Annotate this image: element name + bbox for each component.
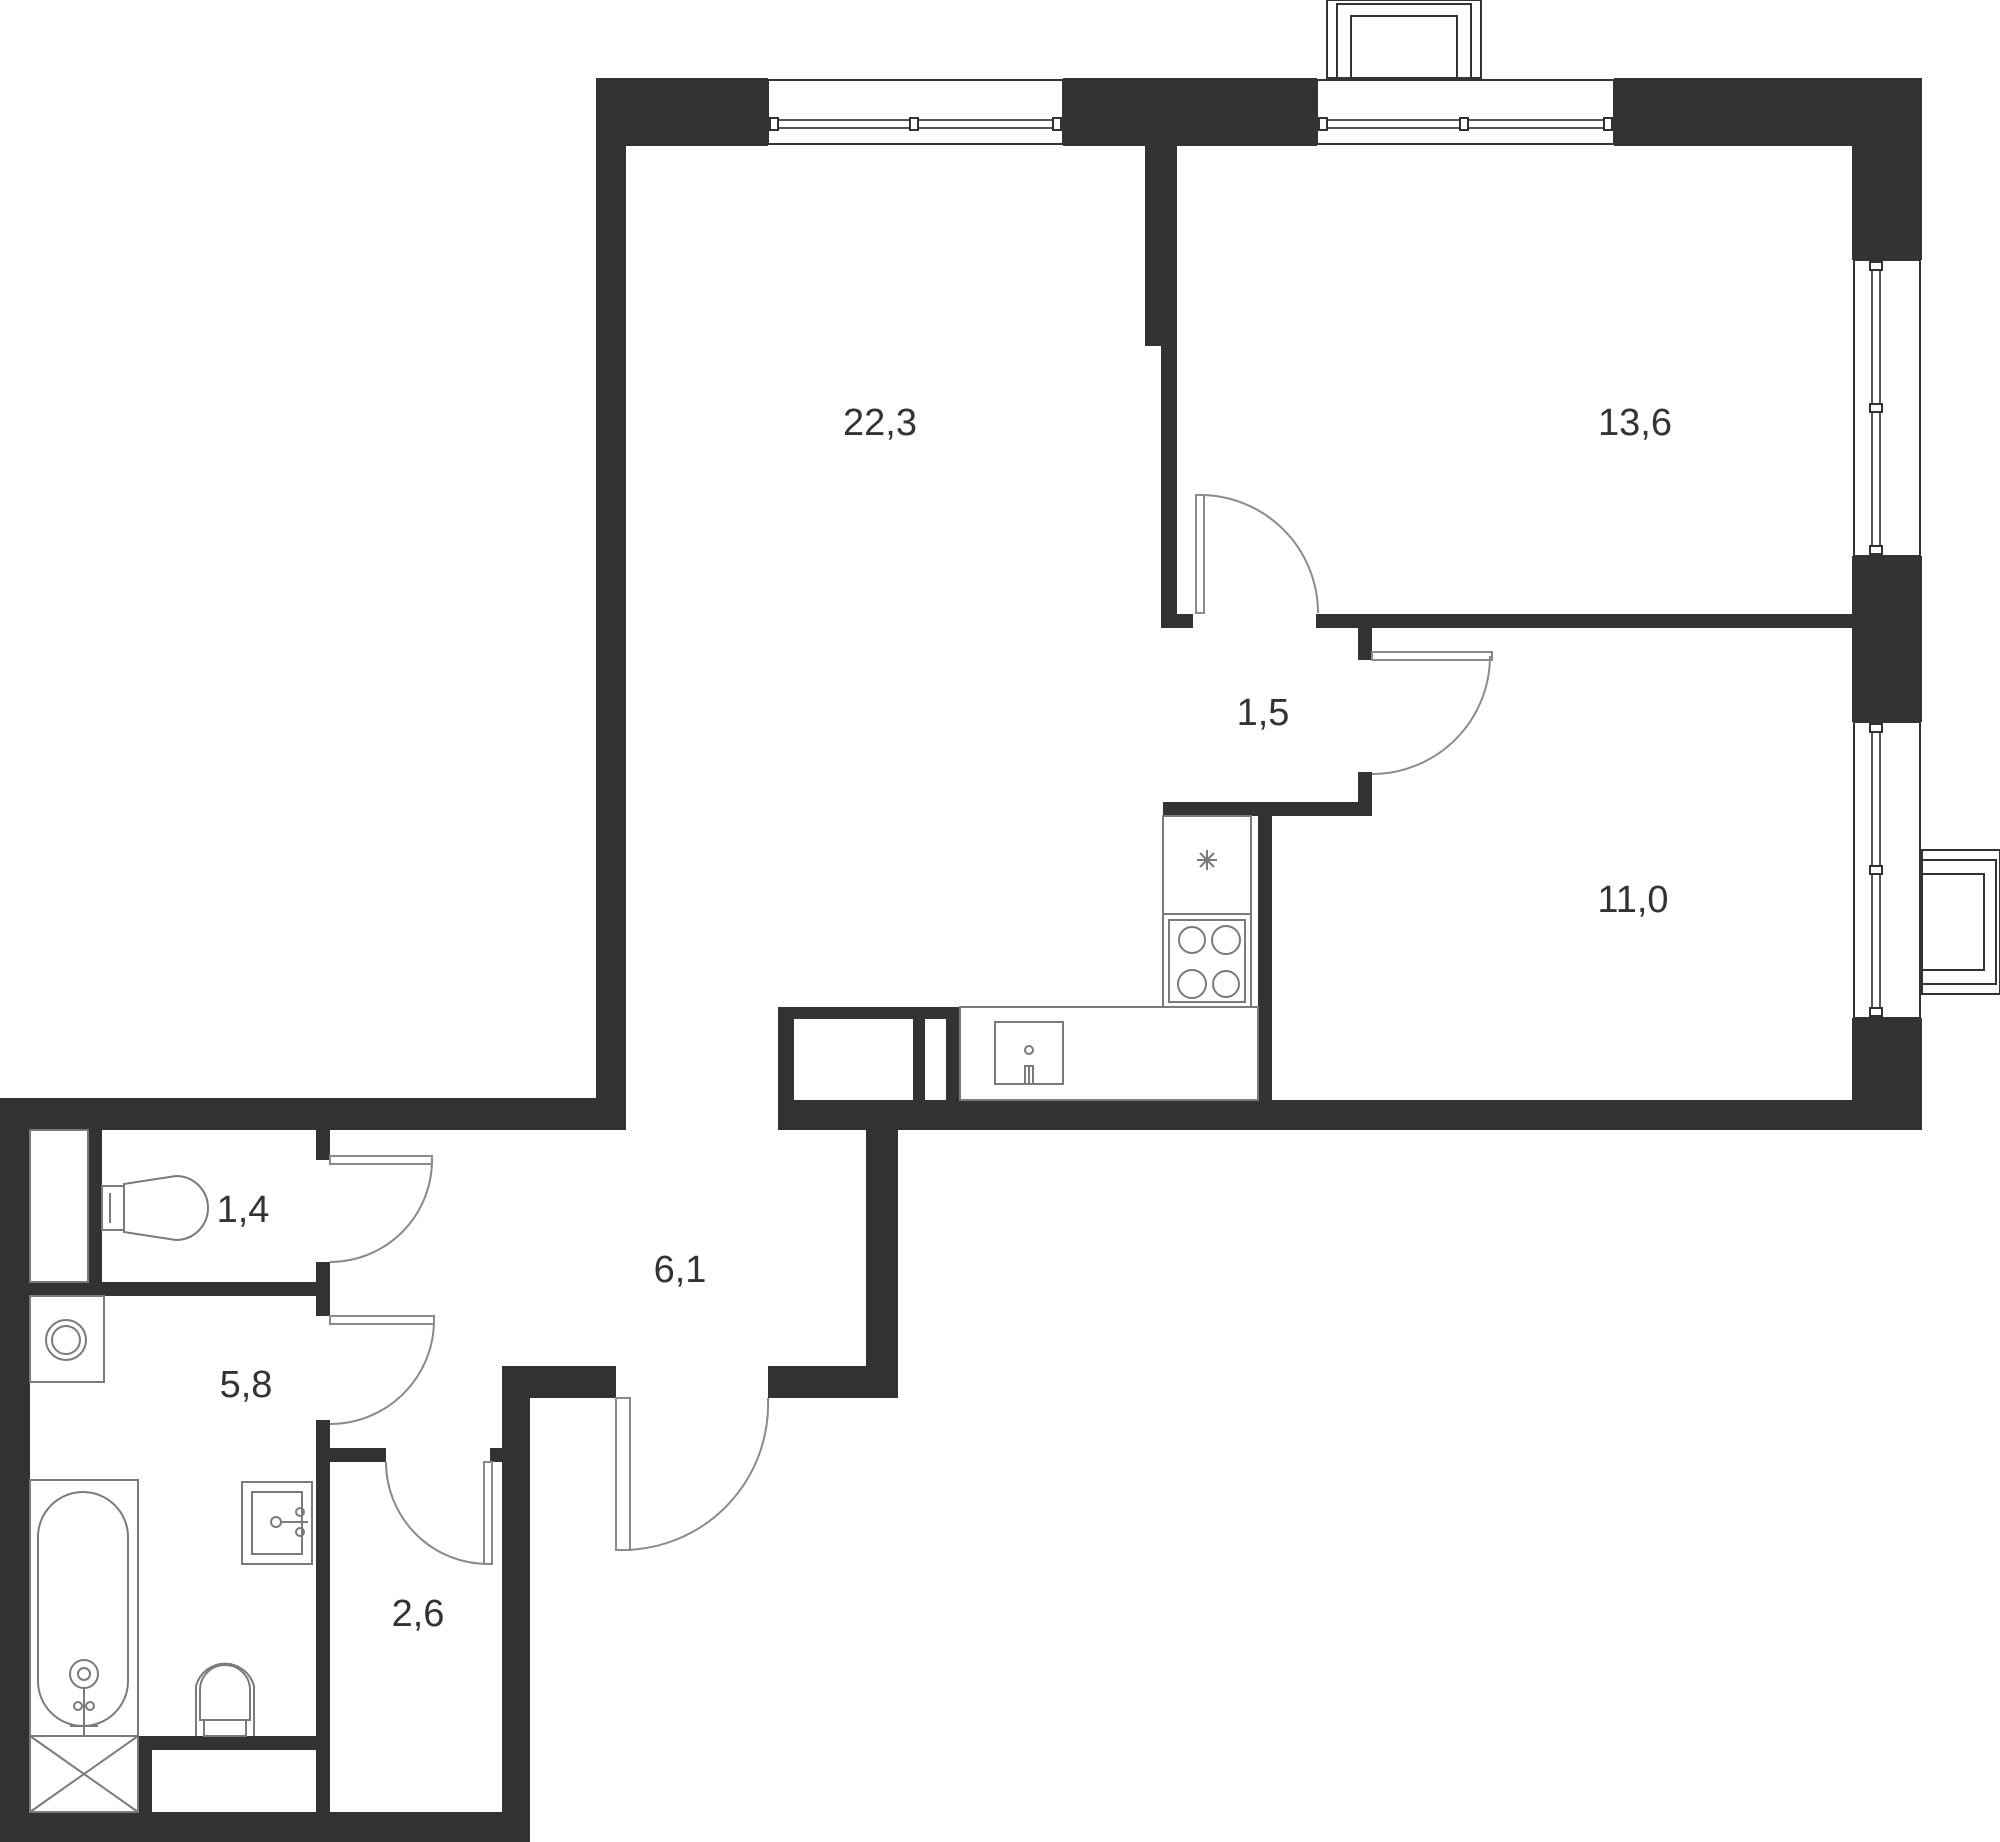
stove-icon [1162, 913, 1252, 1008]
window-bedroom-1-right [1853, 259, 1921, 557]
room-area-corridor: 1,5 [1237, 692, 1290, 734]
washing-machine-icon [29, 1295, 105, 1383]
doors [329, 494, 1493, 1565]
door-bathroom[interactable] [329, 1315, 435, 1425]
toilet-icon [101, 1174, 209, 1242]
room-area-bedroom-2: 11,0 [1597, 879, 1668, 921]
bathtub-icon [29, 1479, 139, 1737]
window-bedroom-2-right [1853, 721, 1921, 1019]
room-area-storage: 2,6 [392, 1593, 445, 1635]
fridge-icon [1197, 850, 1217, 870]
window-bedroom-1-top [1316, 79, 1615, 145]
room-area-living: 22,3 [843, 402, 917, 444]
room-labels: 22,3 13,6 1,5 11,0 1,4 6,1 5,8 2,6 [217, 402, 1672, 1635]
sink-icon [241, 1481, 313, 1565]
door-bedroom-2[interactable] [1371, 651, 1493, 775]
door-bedroom-1[interactable] [1195, 494, 1319, 614]
fixtures [29, 815, 1259, 1813]
window-living [767, 79, 1064, 145]
kitchen-counter [959, 1006, 1259, 1101]
door-entrance[interactable] [615, 1397, 770, 1551]
door-toilet[interactable] [329, 1155, 433, 1263]
kitchen-sink-icon [994, 1021, 1064, 1085]
room-area-bathroom: 5,8 [220, 1364, 273, 1406]
shower-tray-icon [29, 1735, 139, 1813]
room-area-hall: 6,1 [654, 1249, 707, 1291]
bathroom-toilet-icon [195, 1662, 255, 1737]
room-area-bedroom-1: 13,6 [1598, 402, 1672, 444]
toilet-niche [29, 1129, 89, 1283]
door-storage[interactable] [385, 1461, 493, 1565]
room-area-toilet: 1,4 [217, 1189, 270, 1231]
windows [767, 0, 2000, 1019]
walls [0, 78, 1922, 1842]
